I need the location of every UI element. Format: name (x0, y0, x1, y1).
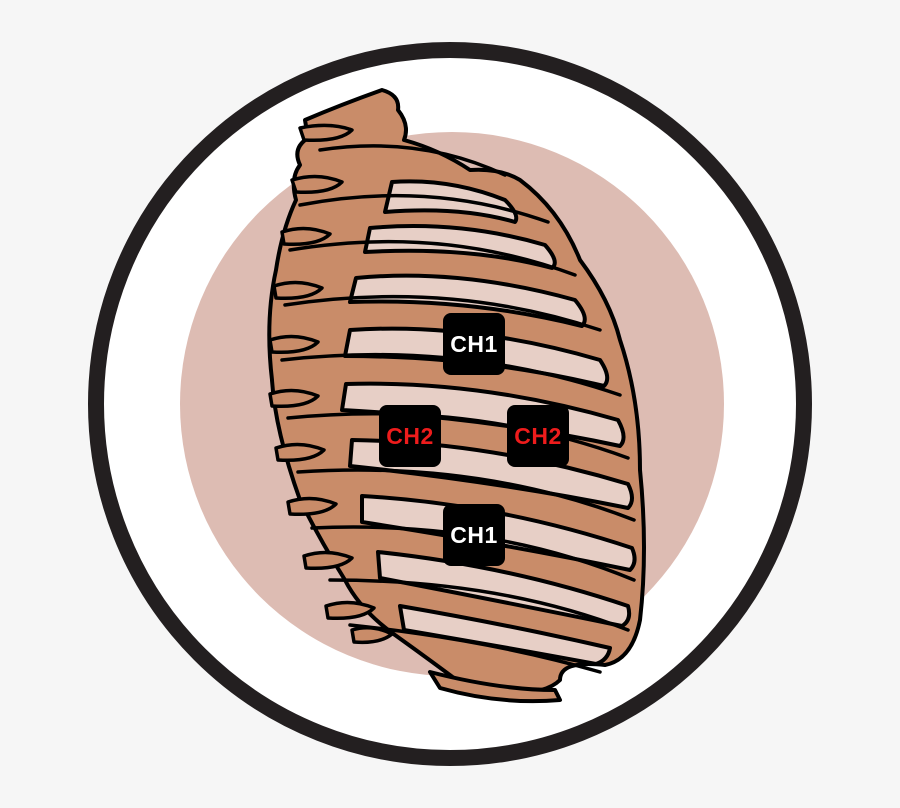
electrode-label: CH1 (450, 521, 498, 548)
electrode-ch2-right: CH2 (507, 405, 569, 467)
electrode-ch1-upper: CH1 (443, 313, 505, 375)
electrode-label: CH1 (450, 330, 498, 357)
electrode-ch1-lower: CH1 (443, 504, 505, 566)
electrode-label: CH2 (514, 422, 562, 449)
rib-cage (267, 88, 646, 704)
electrode-label: CH2 (386, 422, 434, 449)
electrode-ch2-left: CH2 (379, 405, 441, 467)
